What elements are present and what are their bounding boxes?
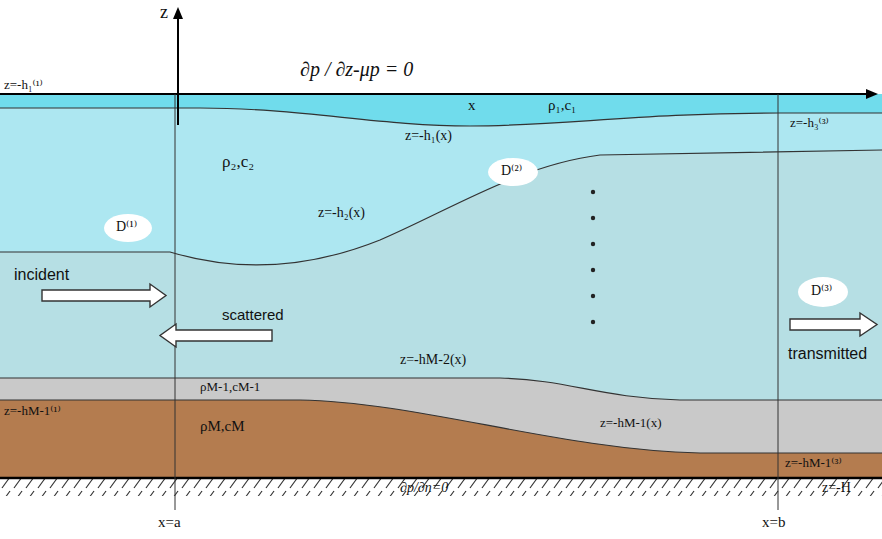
boundary-x-b [778, 94, 779, 510]
layer-m-1 [0, 378, 882, 478]
layer-2 [0, 108, 882, 478]
continuation-dots [591, 190, 595, 324]
boundary-x-a [175, 94, 176, 510]
boundary-condition: ∂p / ∂z-μp = 0 [300, 58, 413, 81]
bottom-boundary [0, 477, 882, 480]
interface-label: z=-h₃⁽³⁾ [790, 116, 829, 131]
incident-arrow [42, 284, 166, 307]
depth-label: z=-H [822, 480, 851, 496]
layer-middle [0, 150, 882, 478]
interface-h1 [0, 108, 882, 126]
interface-label: z=-h₂(x) [318, 205, 365, 221]
interface-label: z=-hM-2(x) [400, 352, 466, 368]
wave-label: transmitted [788, 345, 867, 363]
interface-label: z=-h₁(x) [405, 128, 452, 144]
boundary-label: x=b [762, 514, 785, 531]
boundary-label: x=a [158, 514, 181, 531]
region-label: D⁽³⁾ [811, 283, 832, 299]
wave-label: incident [14, 266, 69, 284]
region-blob [798, 277, 848, 307]
region-label: D⁽²⁾ [501, 163, 522, 179]
axis-label: z [160, 2, 168, 23]
interface-label: z=-hM-1⁽¹⁾ [4, 404, 61, 419]
x-axis-arrowhead [866, 89, 878, 99]
seabed-hatching [0, 478, 882, 496]
medium-label: ρM,cM [200, 418, 245, 435]
interface-label: z=-hM-1⁽³⁾ [785, 456, 842, 471]
boundary-condition: ∂p/∂n=0 [400, 480, 448, 496]
interface-h2 [0, 150, 882, 265]
transmitted-arrow [790, 313, 877, 336]
region-label: D⁽¹⁾ [116, 219, 137, 235]
interface-hm-2 [0, 378, 882, 400]
x-axis [0, 93, 872, 95]
layer-m [0, 400, 882, 478]
interface-label: z=-hM-1(x) [600, 416, 661, 431]
z-axis-arrowhead [173, 7, 183, 19]
axis-label: x [468, 97, 476, 114]
wave-label: scattered [222, 306, 284, 323]
medium-label: ρ₂,c₂ [222, 152, 254, 172]
region-blob [104, 214, 152, 242]
medium-label: ρ₁,c₁ [548, 97, 576, 114]
region-blob [488, 158, 538, 186]
scattered-arrow [160, 324, 272, 347]
interface-label: z=-h₁⁽¹⁾ [4, 78, 43, 93]
z-axis [177, 14, 179, 125]
medium-label: ρM-1,cM-1 [200, 380, 260, 395]
layer-1 [0, 94, 882, 478]
interface-hm-1 [0, 400, 882, 453]
